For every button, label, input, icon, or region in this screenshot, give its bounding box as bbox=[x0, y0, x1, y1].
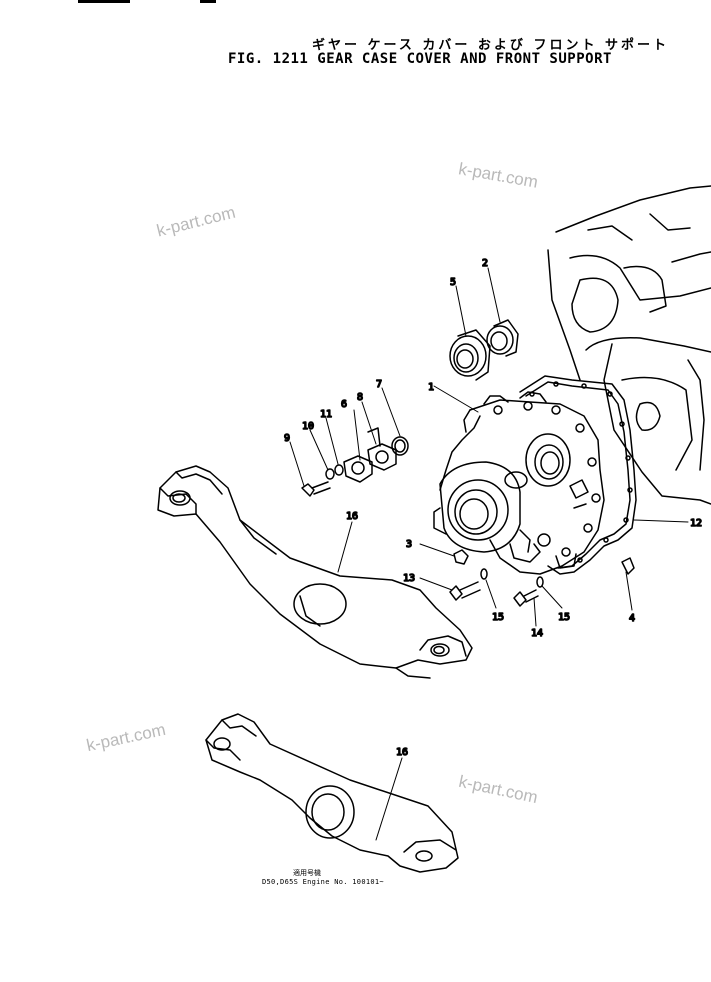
front-support-alt bbox=[205, 713, 459, 873]
figure-title: FIG. 1211 GEAR CASE COVER AND FRONT SUPP… bbox=[228, 51, 612, 67]
front-support bbox=[157, 465, 473, 679]
callout-15: 15 bbox=[558, 612, 570, 623]
callout-4: 4 bbox=[629, 613, 635, 624]
gear-case-gasket bbox=[519, 375, 637, 575]
applicable-models-label: 適用号機 bbox=[293, 869, 321, 877]
callout-1: 1 bbox=[428, 382, 434, 393]
callout-3: 3 bbox=[406, 539, 412, 550]
top-rule-right bbox=[200, 0, 216, 3]
gear-case-cover bbox=[433, 391, 605, 575]
sleeve bbox=[486, 319, 519, 357]
callout-5: 5 bbox=[450, 277, 456, 288]
callout-13: 13 bbox=[403, 573, 415, 584]
callout-14: 14 bbox=[531, 628, 543, 639]
callout-11: 11 bbox=[320, 409, 332, 420]
figure-title-japanese: ギヤー ケース カバー および フロント サポート bbox=[312, 38, 669, 53]
callout-2: 2 bbox=[482, 258, 488, 269]
top-rule-left bbox=[78, 0, 130, 3]
callout-8: 8 bbox=[357, 392, 363, 403]
callout-7: 7 bbox=[376, 379, 382, 390]
callout-16: 16 bbox=[396, 747, 408, 758]
callout-16: 16 bbox=[346, 511, 358, 522]
callout-6: 6 bbox=[341, 399, 347, 410]
callout-15: 15 bbox=[492, 612, 504, 623]
engine-block bbox=[547, 185, 711, 505]
small-parts bbox=[301, 427, 409, 497]
bearing bbox=[449, 329, 491, 381]
callout-9: 9 bbox=[284, 433, 290, 444]
applicable-models-serial: D50,D65S Engine No. 100101~ bbox=[262, 878, 384, 886]
callout-12: 12 bbox=[690, 518, 702, 529]
fasteners bbox=[449, 549, 635, 607]
callout-10: 10 bbox=[302, 421, 314, 432]
leader-lines bbox=[289, 267, 689, 841]
